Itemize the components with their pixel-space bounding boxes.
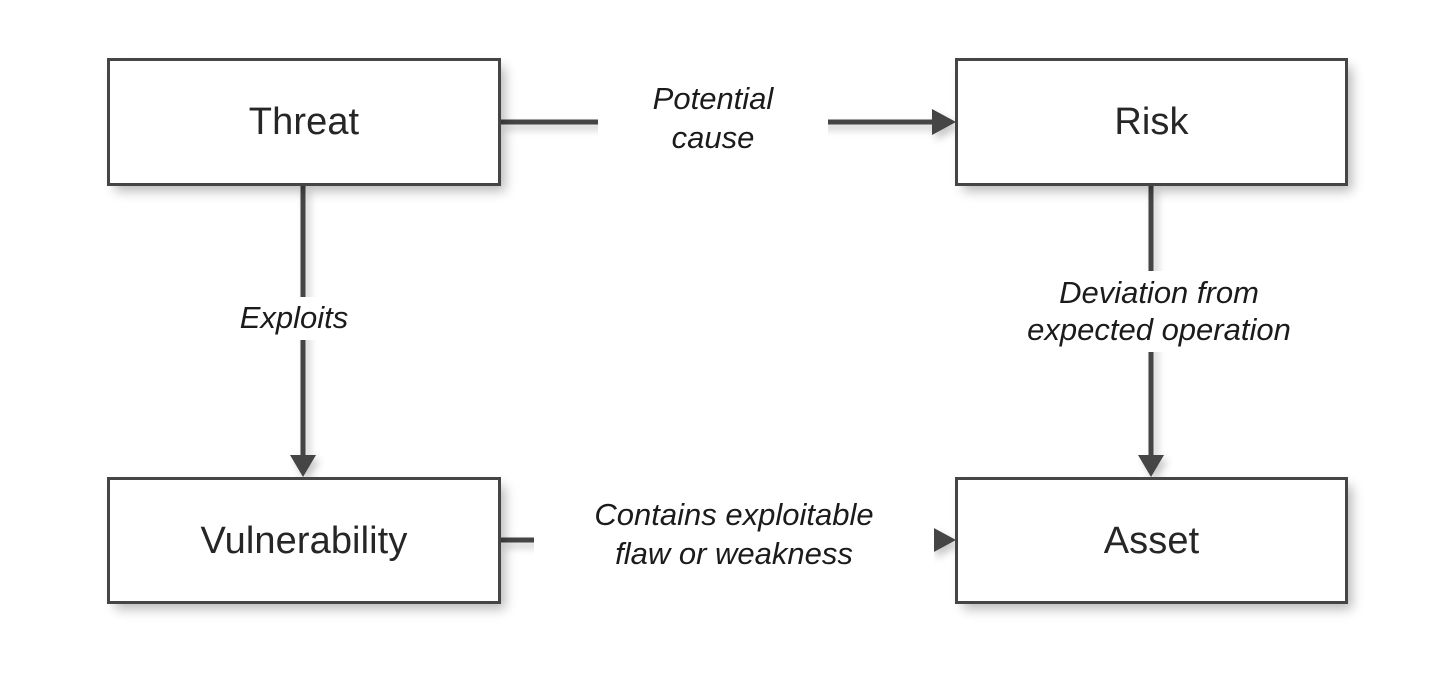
node-asset[interactable]: Asset	[955, 477, 1348, 604]
edge-label-line-1: Contains exploitable	[534, 496, 934, 535]
node-threat[interactable]: Threat	[107, 58, 501, 186]
node-vulnerability-label: Vulnerability	[200, 519, 408, 562]
edge-label-line-1: Potential	[598, 80, 828, 119]
node-risk-label: Risk	[1114, 101, 1189, 143]
node-risk[interactable]: Risk	[955, 58, 1348, 186]
edge-label-threat-to-vulnerability: Exploits	[196, 297, 392, 340]
node-asset-label: Asset	[1103, 519, 1200, 562]
node-threat-label: Threat	[248, 101, 360, 143]
edge-label-line-2: expected operation	[1027, 311, 1291, 347]
edge-label-line-1: Deviation from	[1059, 275, 1259, 310]
edge-label-line-1: Exploits	[239, 300, 349, 335]
node-vulnerability[interactable]: Vulnerability	[107, 477, 501, 604]
edge-label-risk-to-asset: Deviation from expected operation	[951, 271, 1367, 353]
edge-label-vulnerability-to-asset: Contains exploitable flaw or weakness	[528, 494, 940, 575]
edge-label-threat-to-risk: Potential cause	[592, 78, 834, 159]
edge-label-line-2: cause	[598, 118, 828, 158]
edge-label-line-2: flaw or weakness	[534, 534, 934, 574]
